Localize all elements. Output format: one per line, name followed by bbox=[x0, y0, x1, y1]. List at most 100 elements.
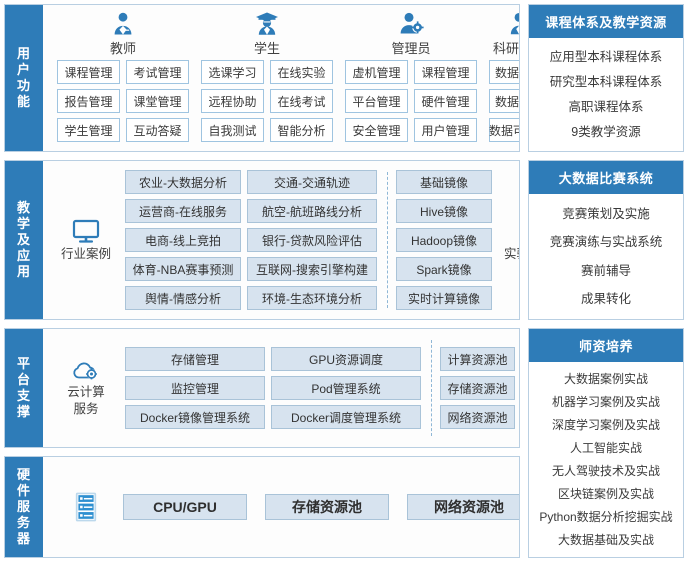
cloud-service-grid: 存储管理 GPU资源调度 监控管理 Pod管理系统 Docker镜像管理系统 D… bbox=[125, 347, 421, 429]
teacher-item-2[interactable]: 机器学习案例及实战 bbox=[551, 395, 660, 410]
chip-admin-5[interactable]: 硬件管理 bbox=[414, 89, 477, 113]
teacher-item-3[interactable]: 深度学习案例及实战 bbox=[551, 418, 660, 433]
course-item-4[interactable]: 9类教学资源 bbox=[571, 125, 641, 140]
chip-student-6[interactable]: 智能分析 bbox=[270, 118, 333, 142]
cloud-service-label-line1: 云计算 bbox=[67, 385, 105, 399]
teacher-item-8[interactable]: 大数据基础及实战 bbox=[557, 532, 654, 547]
chip-student-5[interactable]: 在线考试 bbox=[270, 89, 333, 113]
chip-teacher-6[interactable]: 互动答疑 bbox=[126, 118, 189, 142]
panel-title-contest-system: 大数据比赛系统 bbox=[529, 161, 683, 194]
case-chip-bank[interactable]: 银行-贷款风险评估 bbox=[247, 228, 377, 252]
mirror-chip-hadoop[interactable]: Hadoop镜像 bbox=[396, 228, 492, 252]
course-item-2[interactable]: 研究型本科课程体系 bbox=[549, 74, 663, 89]
teacher-item-6[interactable]: 区块链案例及实战 bbox=[557, 486, 654, 501]
chip-researcher-1[interactable]: 数据采集 bbox=[489, 60, 519, 84]
chip-researcher-2[interactable]: 数据分析 bbox=[489, 89, 519, 113]
course-item-3[interactable]: 高职课程体系 bbox=[568, 100, 644, 115]
hardware-chip-row: CPU/GPU 存储资源池 网络资源池 bbox=[123, 494, 519, 520]
chip-researcher-3[interactable]: 数据可视化 bbox=[489, 118, 519, 142]
case-chip-sports[interactable]: 体育-NBA赛事预测 bbox=[125, 257, 241, 281]
student-icon bbox=[255, 12, 278, 35]
panel-title-teacher-training: 师资培养 bbox=[529, 329, 683, 362]
hardware-chip-storage-pool[interactable]: 存储资源池 bbox=[265, 494, 389, 520]
case-chip-sentiment[interactable]: 舆情-情感分析 bbox=[125, 286, 241, 310]
chip-admin-3[interactable]: 安全管理 bbox=[345, 118, 408, 142]
contest-item-1[interactable]: 竞赛策划及实施 bbox=[562, 207, 650, 222]
panel-body-contest-system: 竞赛策划及实施 竞赛演练与实战系统 赛前辅导 成果转化 bbox=[529, 194, 683, 319]
layer-label-teaching-application: 教学及应用 bbox=[5, 161, 43, 319]
mirror-chip-spark[interactable]: Spark镜像 bbox=[396, 257, 492, 281]
chip-teacher-5[interactable]: 课堂管理 bbox=[126, 89, 189, 113]
experiment-mirror-label: 实验镜像 bbox=[503, 246, 519, 261]
admin-icon bbox=[400, 12, 424, 34]
right-panel-column: 课程体系及教学资源 应用型本科课程体系 研究型本科课程体系 高职课程体系 9类教… bbox=[528, 4, 684, 558]
teacher-item-4[interactable]: 人工智能实战 bbox=[569, 441, 642, 456]
chip-student-1[interactable]: 选课学习 bbox=[201, 60, 264, 84]
chip-admin-1[interactable]: 虚机管理 bbox=[345, 60, 408, 84]
chip-student-3[interactable]: 自我测试 bbox=[201, 118, 264, 142]
role-group-admin: 管理员 虚机管理 平台管理 安全管理 课程管理 硬件管理 用户管理 bbox=[339, 11, 483, 142]
case-chip-internet[interactable]: 互联网-搜索引擎构建 bbox=[247, 257, 377, 281]
chip-teacher-2[interactable]: 报告管理 bbox=[57, 89, 120, 113]
mirror-chip-base[interactable]: 基础镜像 bbox=[396, 170, 492, 194]
chip-admin-6[interactable]: 用户管理 bbox=[414, 118, 477, 142]
cloud-chip-docker-schedule-system[interactable]: Docker调度管理系统 bbox=[271, 405, 421, 429]
role-name-admin: 管理员 bbox=[391, 41, 431, 56]
contest-item-4[interactable]: 成果转化 bbox=[580, 291, 631, 306]
chip-student-2[interactable]: 远程协助 bbox=[201, 89, 264, 113]
layer-label-text: 用户功能 bbox=[17, 46, 32, 109]
cloud-chip-monitor-mgmt[interactable]: 监控管理 bbox=[125, 376, 265, 400]
divider-teaching bbox=[387, 172, 388, 308]
hardware-chip-cpu-gpu[interactable]: CPU/GPU bbox=[123, 494, 247, 520]
chip-grid-student: 选课学习 远程协助 自我测试 在线实验 在线考试 智能分析 bbox=[201, 60, 333, 142]
cloud-chip-docker-image-system[interactable]: Docker镜像管理系统 bbox=[125, 405, 265, 429]
layer-label-text: 教学及应用 bbox=[17, 200, 32, 279]
case-chip-aviation[interactable]: 航空-航班路线分析 bbox=[247, 199, 377, 223]
divider-platform bbox=[431, 340, 432, 436]
chip-admin-4[interactable]: 课程管理 bbox=[414, 60, 477, 84]
case-chip-traffic[interactable]: 交通-交通轨迹 bbox=[247, 170, 377, 194]
chip-admin-2[interactable]: 平台管理 bbox=[345, 89, 408, 113]
cloud-chip-storage-mgmt[interactable]: 存储管理 bbox=[125, 347, 265, 371]
cloud-chip-gpu-scheduling[interactable]: GPU资源调度 bbox=[271, 347, 421, 371]
pool-chip-network[interactable]: 网络资源池 bbox=[440, 405, 515, 429]
chip-teacher-1[interactable]: 课程管理 bbox=[57, 60, 120, 84]
contest-item-2[interactable]: 竞赛演练与实战系统 bbox=[549, 235, 663, 250]
role-header-student: 学生 bbox=[254, 11, 280, 57]
case-chip-environment[interactable]: 环境-生态环境分析 bbox=[247, 286, 377, 310]
chip-teacher-4[interactable]: 考试管理 bbox=[126, 60, 189, 84]
hardware-chip-network-pool[interactable]: 网络资源池 bbox=[407, 494, 519, 520]
chip-student-4[interactable]: 在线实验 bbox=[270, 60, 333, 84]
layer-hardware-server: 硬件服务器 bbox=[4, 456, 520, 558]
role-header-admin: 管理员 bbox=[391, 11, 431, 57]
chip-teacher-3[interactable]: 学生管理 bbox=[57, 118, 120, 142]
role-name-student: 学生 bbox=[253, 41, 280, 56]
teacher-item-5[interactable]: 无人驾驶技术及实战 bbox=[551, 463, 660, 478]
mirror-chip-realtime[interactable]: 实时计算镜像 bbox=[396, 286, 492, 310]
case-chip-operator[interactable]: 运营商-在线服务 bbox=[125, 199, 241, 223]
mirror-chip-hive[interactable]: Hive镜像 bbox=[396, 199, 492, 223]
contest-item-3[interactable]: 赛前辅导 bbox=[580, 263, 631, 278]
chip-grid-researcher: 数据采集 数据分析 数据可视化 bbox=[489, 60, 519, 142]
teacher-item-7[interactable]: Python数据分析挖掘实战 bbox=[539, 509, 673, 524]
resource-pool-block: 资源池 bbox=[515, 367, 519, 410]
role-name-teacher: 教师 bbox=[109, 41, 136, 56]
panel-title-course-system: 课程体系及教学资源 bbox=[529, 5, 683, 38]
panel-body-teacher-training: 大数据案例实战 机器学习案例及实战 深度学习案例及实战 人工智能实战 无人驾驶技… bbox=[529, 362, 683, 557]
server-icon-wrap bbox=[49, 492, 123, 522]
case-chip-agriculture[interactable]: 农业-大数据分析 bbox=[125, 170, 241, 194]
pool-chip-compute[interactable]: 计算资源池 bbox=[440, 347, 515, 371]
layer-body-teaching-application: 行业案例 农业-大数据分析 交通-交通轨迹 运营商-在线服务 航空-航班路线分析… bbox=[43, 161, 519, 319]
chip-grid-admin: 虚机管理 平台管理 安全管理 课程管理 硬件管理 用户管理 bbox=[345, 60, 477, 142]
case-chip-ecommerce[interactable]: 电商-线上竞拍 bbox=[125, 228, 241, 252]
teacher-item-1[interactable]: 大数据案例实战 bbox=[563, 372, 648, 387]
pool-chip-storage[interactable]: 存储资源池 bbox=[440, 376, 515, 400]
layer-platform-support: 平台支撑 云 bbox=[4, 328, 520, 448]
layer-teaching-application: 教学及应用 行业案例 农业-大数据分析 交通-交通轨迹 运营商-在线服务 航空-… bbox=[4, 160, 520, 320]
cloud-chip-pod-system[interactable]: Pod管理系统 bbox=[271, 376, 421, 400]
course-item-1[interactable]: 应用型本科课程体系 bbox=[549, 49, 663, 64]
layer-body-hardware-server: CPU/GPU 存储资源池 网络资源池 bbox=[43, 457, 519, 557]
layer-label-text: 硬件服务器 bbox=[17, 467, 32, 546]
layer-body-user-functions: 教师 课程管理 报告管理 学生管理 考试管理 课堂管理 互动答疑 bbox=[43, 5, 519, 151]
cloud-gear-icon bbox=[73, 362, 97, 380]
